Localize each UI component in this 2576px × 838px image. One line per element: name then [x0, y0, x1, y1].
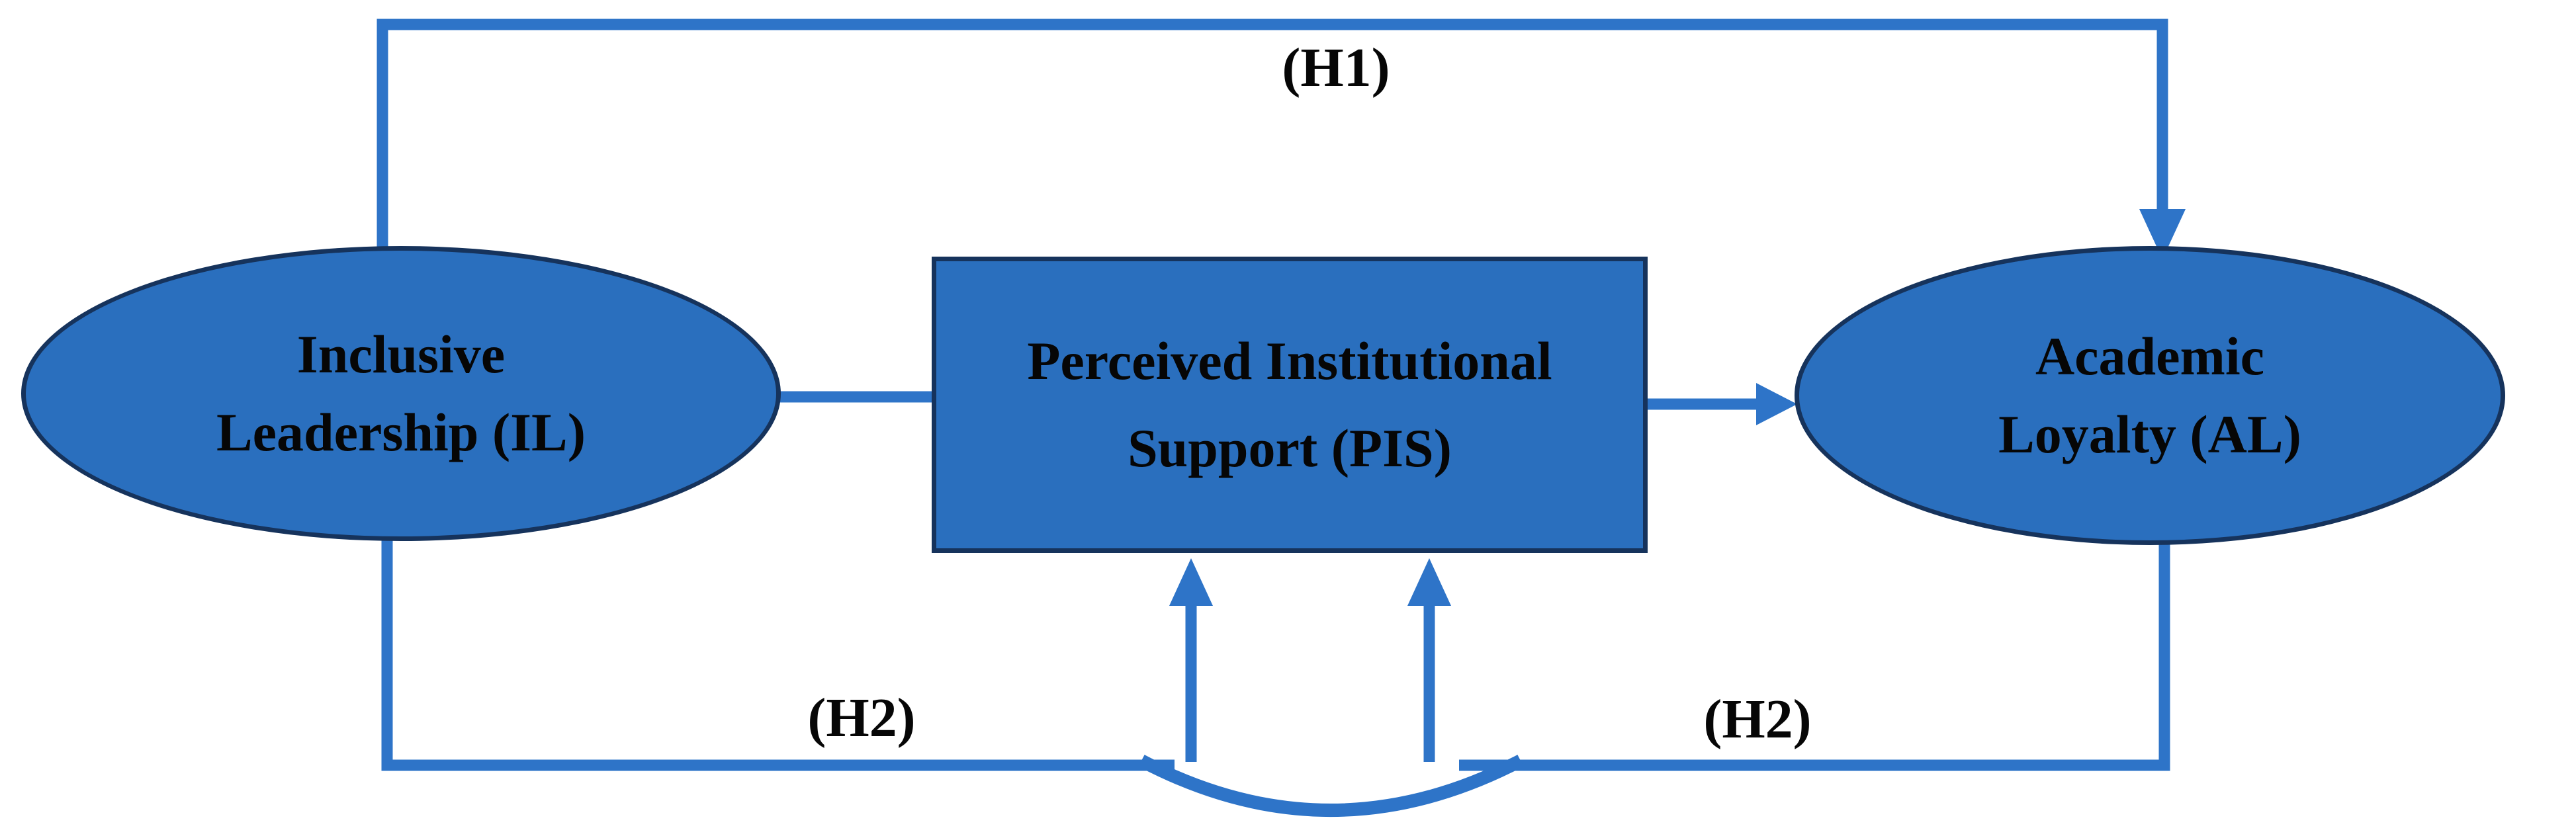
node-inclusive-leadership-label-line1: Inclusive — [296, 324, 506, 384]
node-academic-loyalty: Academic Loyalty (AL) — [1795, 246, 2505, 545]
edge-h2-left-route — [381, 529, 1175, 771]
node-inclusive-leadership-label-line2: Leadership (IL) — [216, 402, 586, 462]
edge-h1-top-route — [377, 19, 2168, 257]
edge-label-h2-left: (H2) — [807, 687, 916, 749]
arrowhead-h1-down-icon — [2139, 209, 2186, 259]
edge-h2-right-route — [1459, 539, 2170, 771]
arrowhead-up-right-icon — [1407, 558, 1451, 606]
arrowhead-pis-to-al-icon — [1756, 383, 1797, 425]
edge-label-h2-right: (H2) — [1703, 689, 1812, 750]
node-perceived-institutional-support: Perceived Institutional Support (PIS) — [932, 257, 1648, 553]
node-inclusive-leadership: Inclusive Leadership (IL) — [21, 246, 781, 541]
edge-label-h1: (H1) — [1282, 37, 1390, 99]
arrowhead-up-left-icon — [1169, 558, 1213, 606]
edge-jump-arc — [1138, 755, 1524, 817]
node-pis-label-line1: Perceived Institutional — [1027, 331, 1552, 391]
node-pis-label-line2: Support (PIS) — [1128, 418, 1452, 478]
node-academic-loyalty-label-line1: Academic — [2035, 326, 2265, 386]
node-academic-loyalty-label-line2: Loyalty (AL) — [1998, 404, 2301, 464]
